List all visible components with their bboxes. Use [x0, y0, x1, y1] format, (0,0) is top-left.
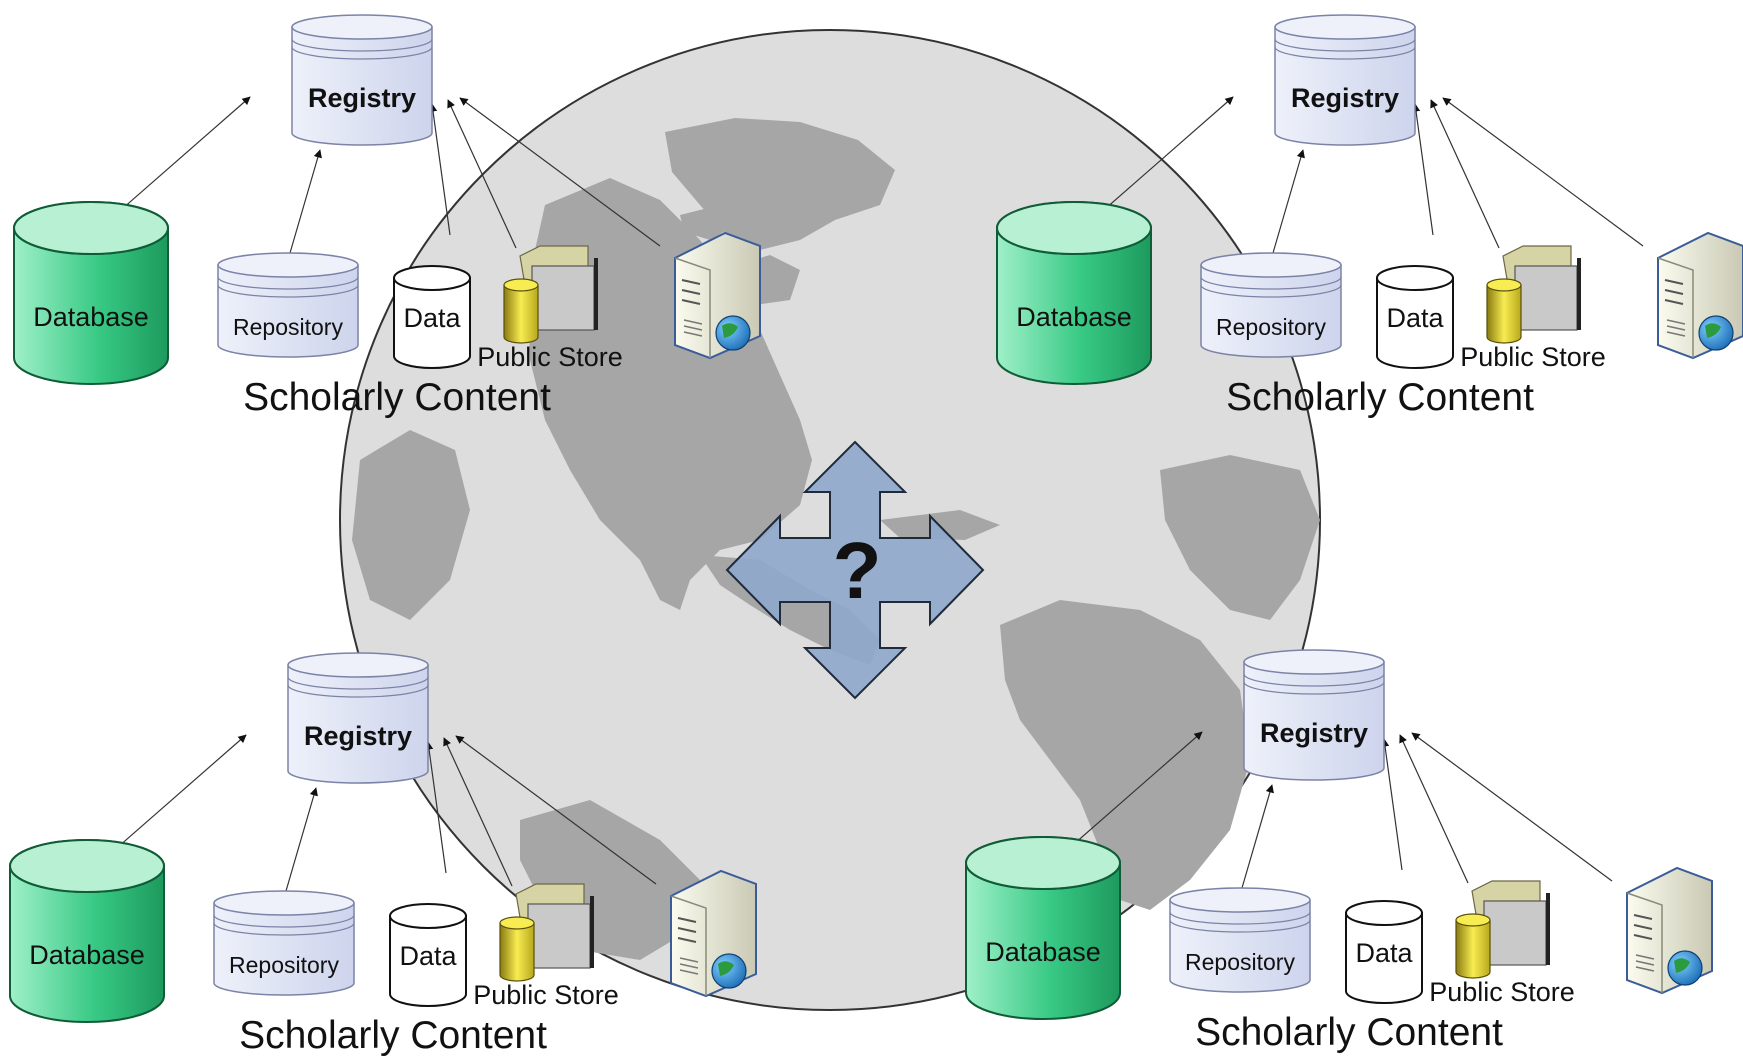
four-way-arrow-icon — [725, 440, 985, 700]
database-cylinder: Database — [13, 201, 169, 385]
web-server-icon — [1657, 231, 1743, 360]
center-question-mark: ? — [833, 526, 882, 615]
connector-arrow — [1380, 738, 1403, 871]
connector-arrow — [285, 787, 318, 892]
connector-arrow — [428, 103, 451, 236]
scholarly-content-caption: Scholarly Content — [239, 1014, 547, 1056]
repository-label: Repository — [229, 952, 339, 978]
registry-label: Registry — [304, 721, 412, 751]
data-label: Data — [403, 303, 461, 333]
center-four-way-arrow-icon: ? — [725, 440, 985, 700]
repository-cylinder: Repository — [217, 252, 359, 358]
data-label: Data — [399, 941, 457, 971]
database-label: Database — [33, 302, 149, 332]
database-cylinder: Database — [9, 839, 165, 1023]
data-cylinder: Data — [393, 265, 471, 369]
connector-arrow — [1241, 784, 1274, 889]
folder-store-icon — [503, 245, 598, 344]
connector-arrow — [1442, 97, 1644, 247]
repository-cylinder: Repository — [213, 890, 355, 996]
web-server-icon — [674, 231, 761, 360]
public-store-label: Public Store — [477, 342, 623, 372]
connector-arrow — [289, 149, 322, 254]
database-label: Database — [29, 940, 145, 970]
connector-arrow — [1399, 734, 1469, 884]
scholarly-content-caption: Scholarly Content — [1226, 376, 1534, 419]
folder-store-icon — [499, 883, 594, 982]
registry-cylinder: Registry — [287, 652, 429, 784]
connector-arrow — [1430, 99, 1500, 249]
folder-store-icon — [1486, 245, 1581, 344]
data-cylinder: Data — [1376, 265, 1454, 369]
registry-label: Registry — [1291, 83, 1399, 113]
registry-label: Registry — [308, 83, 416, 113]
data-cylinder: Data — [1345, 900, 1423, 1004]
connector-arrow — [443, 737, 513, 887]
connector-arrow — [424, 741, 447, 874]
data-label: Data — [1355, 938, 1413, 968]
data-label: Data — [1386, 303, 1444, 333]
public-store-label: Public Store — [1429, 977, 1575, 1007]
database-label: Database — [985, 937, 1101, 967]
web-server-icon — [1626, 866, 1713, 995]
web-server-icon — [670, 869, 757, 998]
connector-arrow — [459, 97, 661, 247]
repository-label: Repository — [1216, 314, 1326, 340]
public-store-label: Public Store — [473, 980, 619, 1010]
connector-arrow — [1411, 103, 1434, 236]
repository-cylinder: Repository — [1200, 252, 1342, 358]
connector-arrow — [455, 735, 657, 885]
scholarly-content-caption: Scholarly Content — [1195, 1011, 1503, 1054]
registry-cylinder: Registry — [291, 14, 433, 146]
database-cylinder: Database — [996, 201, 1152, 385]
connector-arrow — [1272, 149, 1305, 254]
registry-label: Registry — [1260, 718, 1368, 748]
scholarly-content-caption: Scholarly Content — [243, 376, 551, 419]
folder-store-icon — [1455, 880, 1550, 979]
registry-cylinder: Registry — [1243, 649, 1385, 781]
registry-cylinder: Registry — [1274, 14, 1416, 146]
repository-label: Repository — [1185, 949, 1295, 975]
connector-arrow — [1411, 732, 1613, 882]
repository-cylinder: Repository — [1169, 887, 1311, 993]
database-cylinder: Database — [965, 836, 1121, 1020]
database-label: Database — [1016, 302, 1132, 332]
connector-arrow — [447, 99, 517, 249]
repository-label: Repository — [233, 314, 343, 340]
data-cylinder: Data — [389, 903, 467, 1007]
public-store-label: Public Store — [1460, 342, 1606, 372]
